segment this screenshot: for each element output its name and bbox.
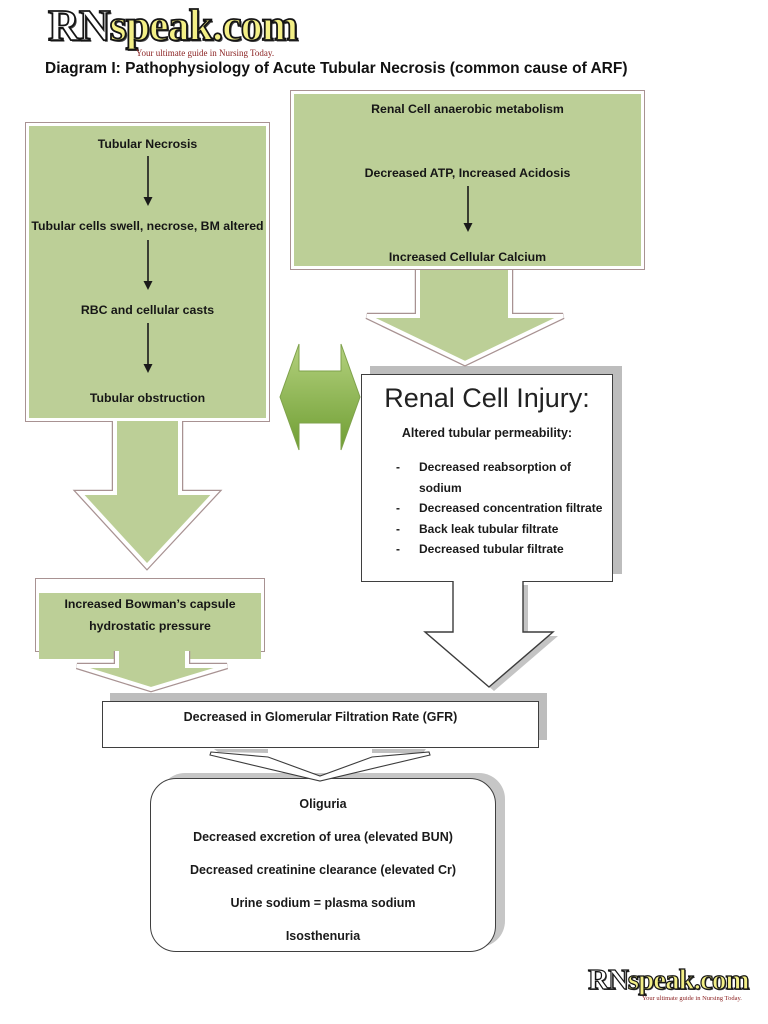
logo-prefix: RN xyxy=(587,964,629,996)
anaerobic-metabolism-flow-fill: Renal Cell anaerobic metabolism Decrease… xyxy=(294,94,641,266)
bullet-dash: - xyxy=(396,501,400,515)
chevron-down-arrow xyxy=(209,749,431,782)
flow-step-tubular-obstruction: Tubular obstruction xyxy=(89,391,206,405)
bullet-text: Decreased reabsorption of sodium xyxy=(419,460,572,495)
outcome-urea: Decreased excretion of urea (elevated BU… xyxy=(193,830,453,844)
anaerobic-metabolism-flow-box: Renal Cell anaerobic metabolism Decrease… xyxy=(290,90,645,270)
bullet-text: Back leak tubular filtrate xyxy=(419,521,559,536)
logo-suffix: speak.com xyxy=(109,1,300,50)
bowman-capsule-label: Increased Bowman’s capsule hydrostatic p… xyxy=(64,597,236,633)
bullet-item: - Decreased concentration filtrate xyxy=(362,498,612,519)
down-arrow-icon xyxy=(143,156,152,206)
logo-suffix: speak.com xyxy=(627,964,750,996)
outcome-box: Oliguria Decreased excretion of urea (el… xyxy=(150,778,496,952)
diagram-title: Diagram I: Pathophysiology of Acute Tubu… xyxy=(45,60,628,77)
bowman-capsule-fill: Increased Bowman’s capsule hydrostatic p… xyxy=(39,593,261,659)
rnspeak-logo-top: RNspeak.com Your ultimate guide in Nursi… xyxy=(47,1,300,58)
bullet-text: Decreased concentration filtrate xyxy=(419,501,603,515)
bullet-dash: - xyxy=(396,542,400,556)
renal-cell-injury-box: Renal Cell Injury: Altered tubular perme… xyxy=(361,374,613,582)
down-arrow-icon xyxy=(143,240,152,290)
down-arrow-icon xyxy=(143,323,152,373)
bullet-text: Decreased tubular filtrate xyxy=(419,542,564,556)
bullet-item: - Back leak tubular filtrate xyxy=(362,519,612,540)
green-down-arrow-right xyxy=(365,270,565,367)
bullet-dash: - xyxy=(396,460,400,474)
logo-prefix: RN xyxy=(47,1,111,50)
tubular-necrosis-flow-fill: Tubular Necrosis Tubular cells swell, ne… xyxy=(29,126,266,418)
outcome-oliguria: Oliguria xyxy=(299,797,347,811)
bullet-dash: - xyxy=(396,521,400,536)
bullet-item: - Decreased reabsorption of sodium xyxy=(362,457,612,498)
gfr-label: Decreased in Glomerular Filtration Rate … xyxy=(183,710,458,724)
logo-tagline: Your ultimate guide in Nursing Today. xyxy=(135,48,275,58)
tubular-necrosis-flow-box: Tubular Necrosis Tubular cells swell, ne… xyxy=(25,122,270,422)
outcome-creatinine: Decreased creatinine clearance (elevated… xyxy=(189,863,457,877)
gfr-box: Decreased in Glomerular Filtration Rate … xyxy=(102,701,539,748)
flow-step-tubular-necrosis: Tubular Necrosis xyxy=(97,137,198,151)
bullet-item: - Decreased tubular filtrate xyxy=(362,539,612,560)
flow-step-anaerobic-metabolism: Renal Cell anaerobic metabolism xyxy=(371,102,564,116)
rnspeak-logo-text: RNspeak.com xyxy=(47,1,300,50)
flow-step-decreased-atp: Decreased ATP, Increased Acidosis xyxy=(364,166,571,180)
left-right-arrow-icon xyxy=(279,343,361,451)
logo-tagline: Your ultimate guide in Nursing Today. xyxy=(642,995,742,1002)
renal-injury-bullet-list: - Decreased reabsorption of sodium - Decre… xyxy=(362,457,612,560)
flow-step-rbc-casts: RBC and cellular casts xyxy=(80,303,215,317)
down-arrow-icon xyxy=(463,186,472,232)
renal-injury-subtitle: Altered tubular permeability: xyxy=(401,426,573,440)
rnspeak-logo-bottom: RNspeak.com Your ultimate guide in Nursi… xyxy=(587,964,750,1003)
rnspeak-logo-text: RNspeak.com xyxy=(587,964,750,996)
flow-step-cellular-calcium: Increased Cellular Calcium xyxy=(388,250,547,264)
green-down-arrow-left xyxy=(72,421,223,571)
bowman-capsule-box: Increased Bowman’s capsule hydrostatic p… xyxy=(35,578,265,659)
outcome-isosthenuria: Isosthenuria xyxy=(285,929,361,943)
white-down-arrow xyxy=(423,581,558,691)
renal-injury-title: Renal Cell Injury: xyxy=(384,383,590,413)
flow-step-cells-swell: Tubular cells swell, necrose, BM altered xyxy=(31,219,264,233)
outcome-urine-sodium: Urine sodium = plasma sodium xyxy=(230,896,416,910)
